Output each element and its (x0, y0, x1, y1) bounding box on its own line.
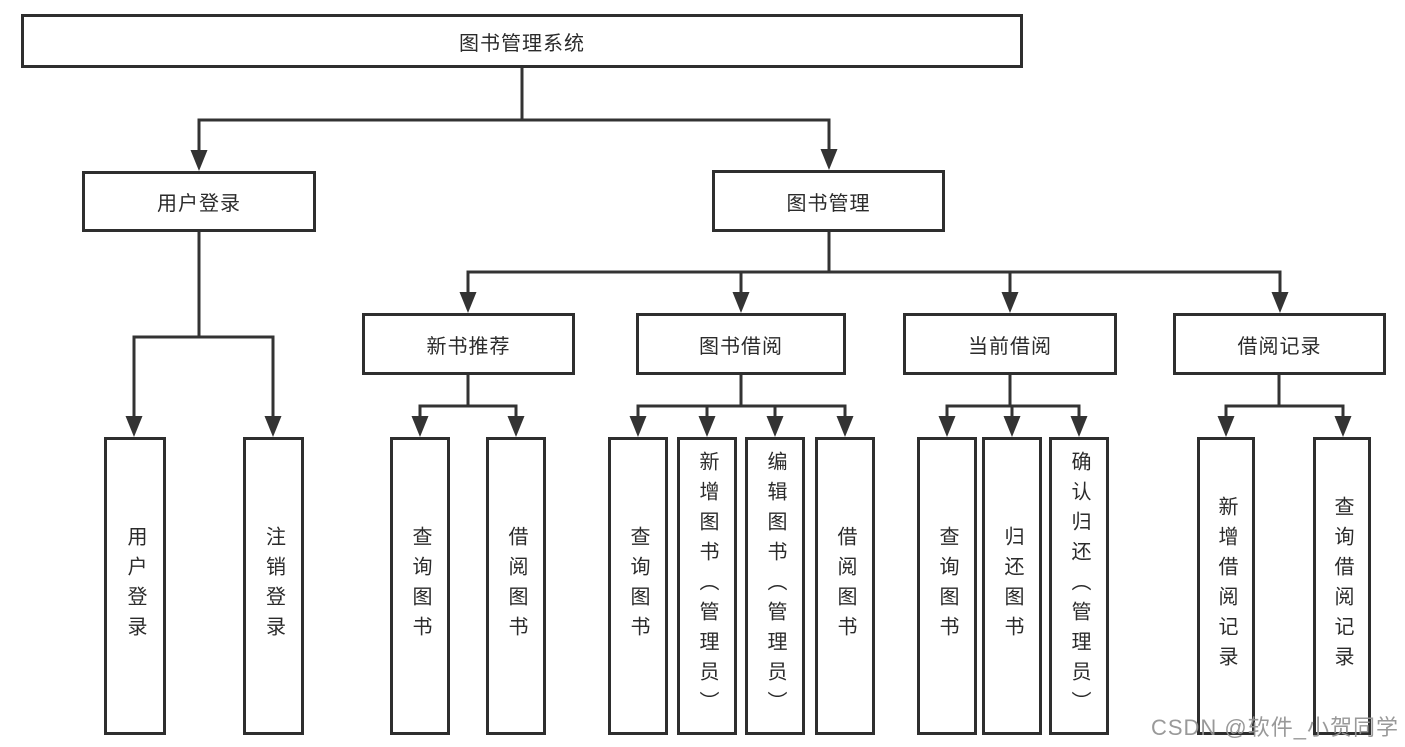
leaf-borrow-query-books-label: 查询图书 (627, 526, 649, 646)
leaf-borrow-borrow-books-label: 借阅图书 (834, 526, 856, 646)
leaf-borrow-borrow-books: 借阅图书 (815, 437, 875, 735)
leaf-record-query-borrow-record: 查询借阅记录 (1313, 437, 1371, 735)
node-book-management: 图书管理 (712, 170, 945, 232)
leaf-recommend-borrow-books-label: 借阅图书 (505, 526, 527, 646)
leaf-recommend-query-books-label: 查询图书 (409, 526, 431, 646)
leaf-current-return-books-label: 归还图书 (1001, 526, 1023, 646)
node-root-label: 图书管理系统 (459, 32, 585, 55)
node-new-book-recommend: 新书推荐 (362, 313, 575, 375)
node-user-login-label: 用户登录 (157, 193, 241, 215)
leaf-borrow-query-books: 查询图书 (608, 437, 668, 735)
leaf-recommend-borrow-books: 借阅图书 (486, 437, 546, 735)
arrowhead-icons (125, 149, 1352, 437)
node-borrow-record-label: 借阅记录 (1237, 335, 1322, 358)
leaf-borrow-add-books-admin-label: 新增图书（管理员） (696, 451, 718, 721)
leaf-user-login-label: 用户登录 (124, 526, 146, 646)
node-current-borrow: 当前借阅 (903, 313, 1117, 375)
leaf-record-add-borrow-record: 新增借阅记录 (1197, 437, 1255, 735)
leaf-current-return-books: 归还图书 (982, 437, 1042, 735)
node-current-borrow-label: 当前借阅 (968, 335, 1052, 358)
node-root-system: 图书管理系统 (21, 14, 1023, 68)
leaf-record-query-borrow-record-label: 查询借阅记录 (1331, 496, 1353, 676)
leaf-logout: 注销登录 (243, 437, 304, 735)
node-book-borrow: 图书借阅 (636, 313, 846, 375)
leaf-borrow-edit-books-admin: 编辑图书（管理员） (745, 437, 805, 735)
leaf-current-query-books: 查询图书 (917, 437, 977, 735)
leaf-current-query-books-label: 查询图书 (936, 526, 958, 646)
leaf-logout-label: 注销登录 (262, 526, 285, 646)
leaf-current-confirm-return-admin-label: 确认归还（管理员） (1068, 451, 1090, 721)
node-book-management-label: 图书管理 (786, 192, 871, 215)
leaf-borrow-edit-books-admin-label: 编辑图书（管理员） (764, 451, 786, 721)
node-book-borrow-label: 图书借阅 (699, 335, 783, 358)
node-new-book-recommend-label: 新书推荐 (426, 335, 511, 358)
leaf-recommend-query-books: 查询图书 (390, 437, 450, 735)
leaf-current-confirm-return-admin: 确认归还（管理员） (1049, 437, 1109, 735)
node-user-login: 用户登录 (82, 171, 316, 232)
leaf-record-add-borrow-record-label: 新增借阅记录 (1215, 496, 1237, 676)
leaf-borrow-add-books-admin: 新增图书（管理员） (677, 437, 737, 735)
node-borrow-record: 借阅记录 (1173, 313, 1386, 375)
leaf-user-login: 用户登录 (104, 437, 166, 735)
